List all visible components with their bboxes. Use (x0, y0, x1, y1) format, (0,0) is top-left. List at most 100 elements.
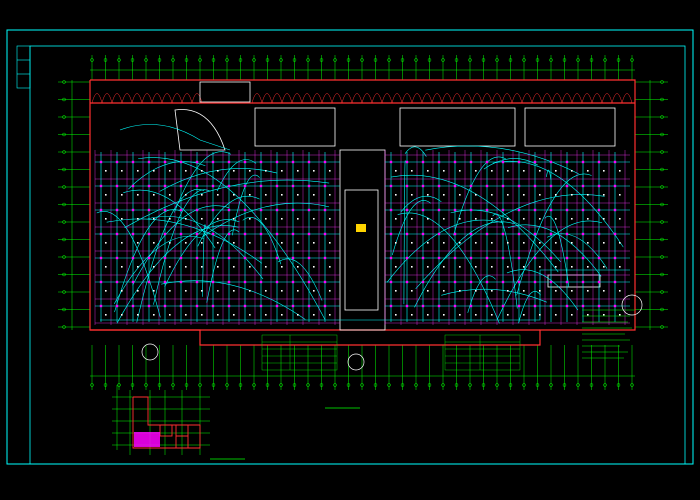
light-fixture (195, 208, 199, 212)
grid-bubble-bottom (535, 383, 540, 387)
grid-bubble-bottom (414, 383, 418, 387)
light-fixture (227, 304, 231, 308)
light-fixture (389, 280, 393, 284)
grid-bubble-top (265, 58, 270, 62)
outlet-mark (571, 242, 573, 244)
bay-arch (441, 93, 453, 104)
outlet-mark (297, 170, 299, 172)
light-fixture (389, 256, 393, 260)
light-fixture (405, 304, 409, 308)
wire-home-run (544, 216, 570, 287)
bay-arch (341, 93, 353, 104)
outlet-mark (491, 290, 493, 292)
grid-bubble-right (660, 132, 664, 137)
light-fixture (243, 232, 247, 236)
wire-home-run (390, 174, 559, 273)
grid-bubble-bottom (225, 383, 229, 387)
light-fixture (581, 280, 585, 284)
bay-arch (461, 93, 473, 104)
light-fixture (517, 256, 521, 260)
core-blocks (174, 81, 616, 331)
outlet-mark (603, 314, 605, 316)
light-fixture (323, 256, 327, 260)
light-fixture (275, 160, 279, 164)
light-fixture (597, 304, 601, 308)
wire-trunk (100, 269, 630, 321)
outlet-mark (185, 242, 187, 244)
outlet-mark (523, 170, 525, 172)
outlet-mark (249, 242, 251, 244)
grid-bubble-top (130, 58, 135, 62)
light-fixture (485, 280, 489, 284)
inner-frame (29, 45, 686, 465)
light-fixture (211, 208, 215, 212)
light-fixture (501, 184, 505, 188)
outlet-mark (217, 218, 219, 220)
grid-bubble-left (62, 80, 66, 84)
light-fixture (243, 160, 247, 164)
grid-bubble-right (660, 290, 664, 294)
light-fixture (259, 160, 263, 164)
light-fixture (179, 160, 183, 164)
key-plan-shape (132, 396, 201, 449)
bay-arch (581, 93, 593, 104)
bay-arch (361, 93, 373, 104)
light-fixture (211, 184, 215, 188)
light-fixture (243, 184, 247, 188)
light-fixture (389, 232, 393, 236)
outlet-mark (329, 314, 331, 316)
bay-arch (511, 93, 523, 104)
light-fixture (147, 232, 151, 236)
light-fixture (227, 232, 231, 236)
bay-arch (191, 93, 203, 104)
wire-home-run (453, 156, 507, 236)
light-fixture (195, 256, 199, 260)
light-fixture (275, 280, 279, 284)
light-fixture (581, 232, 585, 236)
grid-bubble-bottom (252, 383, 256, 387)
outlet-mark (603, 194, 605, 196)
outlet-mark (507, 290, 509, 292)
light-fixture (147, 208, 151, 212)
bay-arch (591, 93, 603, 104)
grid-bubble-bottom (400, 383, 405, 387)
light-fixture (259, 208, 263, 212)
outlet-mark (459, 218, 461, 220)
outlet-mark (105, 242, 107, 244)
wire-home-run (116, 225, 239, 324)
wire-home-run (216, 159, 257, 192)
outlet-mark (555, 290, 557, 292)
building-outline (89, 79, 636, 346)
outlet-mark (395, 242, 397, 244)
outlet-mark (571, 218, 573, 220)
outlet-mark (121, 218, 123, 220)
grid-bubble-top (184, 58, 189, 62)
outlet-mark (427, 194, 429, 196)
bay-arch (111, 93, 123, 104)
bay-arch (251, 93, 263, 104)
outlet-mark (411, 266, 413, 268)
wire-home-run (415, 194, 605, 290)
outlet-mark (603, 290, 605, 292)
outlet-mark (201, 266, 203, 268)
light-fixture (453, 232, 457, 236)
grid-bubble-bottom (522, 383, 526, 387)
light-fixture (469, 160, 473, 164)
light-fixture (115, 232, 119, 236)
grid-bubble-bottom (184, 383, 189, 387)
light-fixture (437, 280, 441, 284)
light-fixture (437, 184, 441, 188)
outlet-mark (265, 290, 267, 292)
bay-arch (481, 93, 493, 104)
grid-bubble-bottom (346, 383, 351, 387)
outlet-mark (555, 170, 557, 172)
light-fixture (211, 304, 215, 308)
outlet-mark (137, 170, 139, 172)
light-fixture (501, 208, 505, 212)
outlet-mark (201, 170, 203, 172)
light-fixture (323, 304, 327, 308)
wire-home-run (161, 280, 306, 320)
outlet-mark (475, 266, 477, 268)
outlet-mark (185, 218, 187, 220)
